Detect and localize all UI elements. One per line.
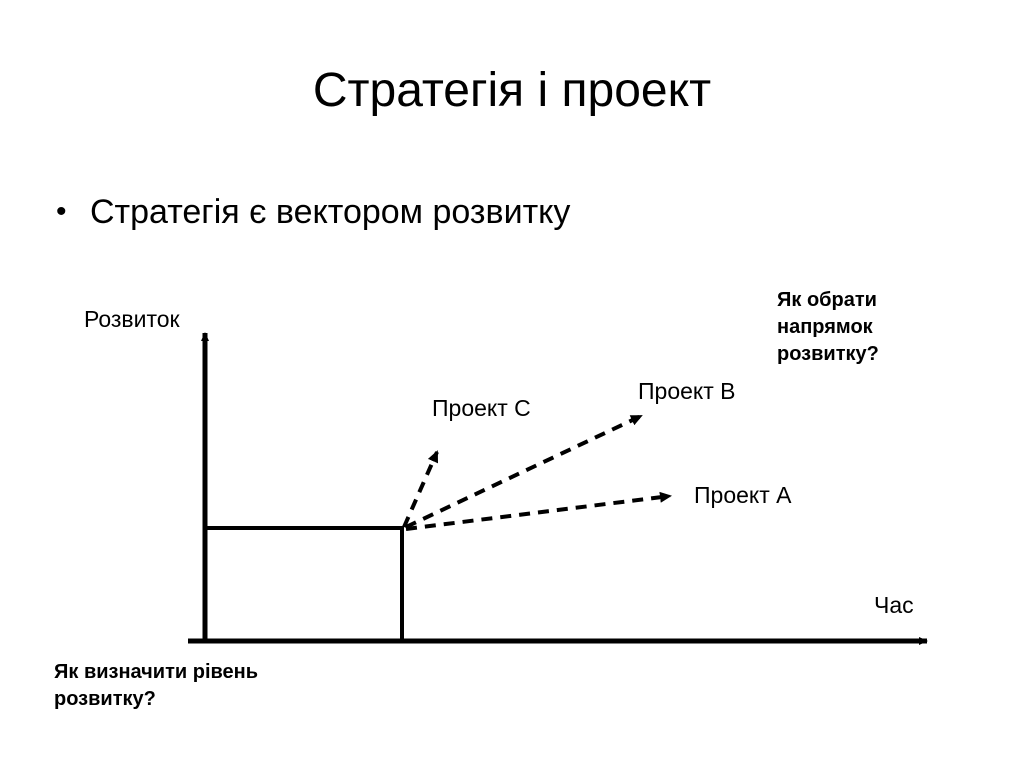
project-a-label: Проект А bbox=[694, 482, 792, 508]
project-c-vector bbox=[402, 450, 439, 528]
list-item: • Стратегія є вектором розвитку bbox=[52, 190, 952, 234]
annotation-line: Як визначити рівень bbox=[54, 661, 259, 683]
project-b-label: Проект В bbox=[638, 378, 736, 404]
y-axis-label: Розвиток bbox=[84, 306, 180, 332]
x-axis-label: Час bbox=[874, 592, 914, 618]
project-c-label: Проект С bbox=[432, 395, 531, 421]
annotation-line: розвитку? bbox=[777, 343, 879, 365]
bullet-list: • Стратегія є вектором розвитку bbox=[52, 190, 952, 234]
annotation-line: розвитку? bbox=[54, 688, 156, 710]
bullet-text: Стратегія є вектором розвитку bbox=[90, 193, 571, 231]
project-a-vector bbox=[405, 491, 672, 531]
project-b-vector bbox=[405, 414, 643, 529]
annotation-choose-direction: Як обрати напрямок розвитку? bbox=[777, 287, 879, 368]
annotation-line: напрямок bbox=[777, 316, 873, 338]
annotation-line: Як обрати bbox=[777, 289, 877, 311]
bullet-marker-icon: • bbox=[56, 195, 67, 228]
annotation-measure-level: Як визначити рівень розвитку? bbox=[54, 659, 258, 713]
page-title: Стратегія і проект bbox=[312, 64, 712, 117]
